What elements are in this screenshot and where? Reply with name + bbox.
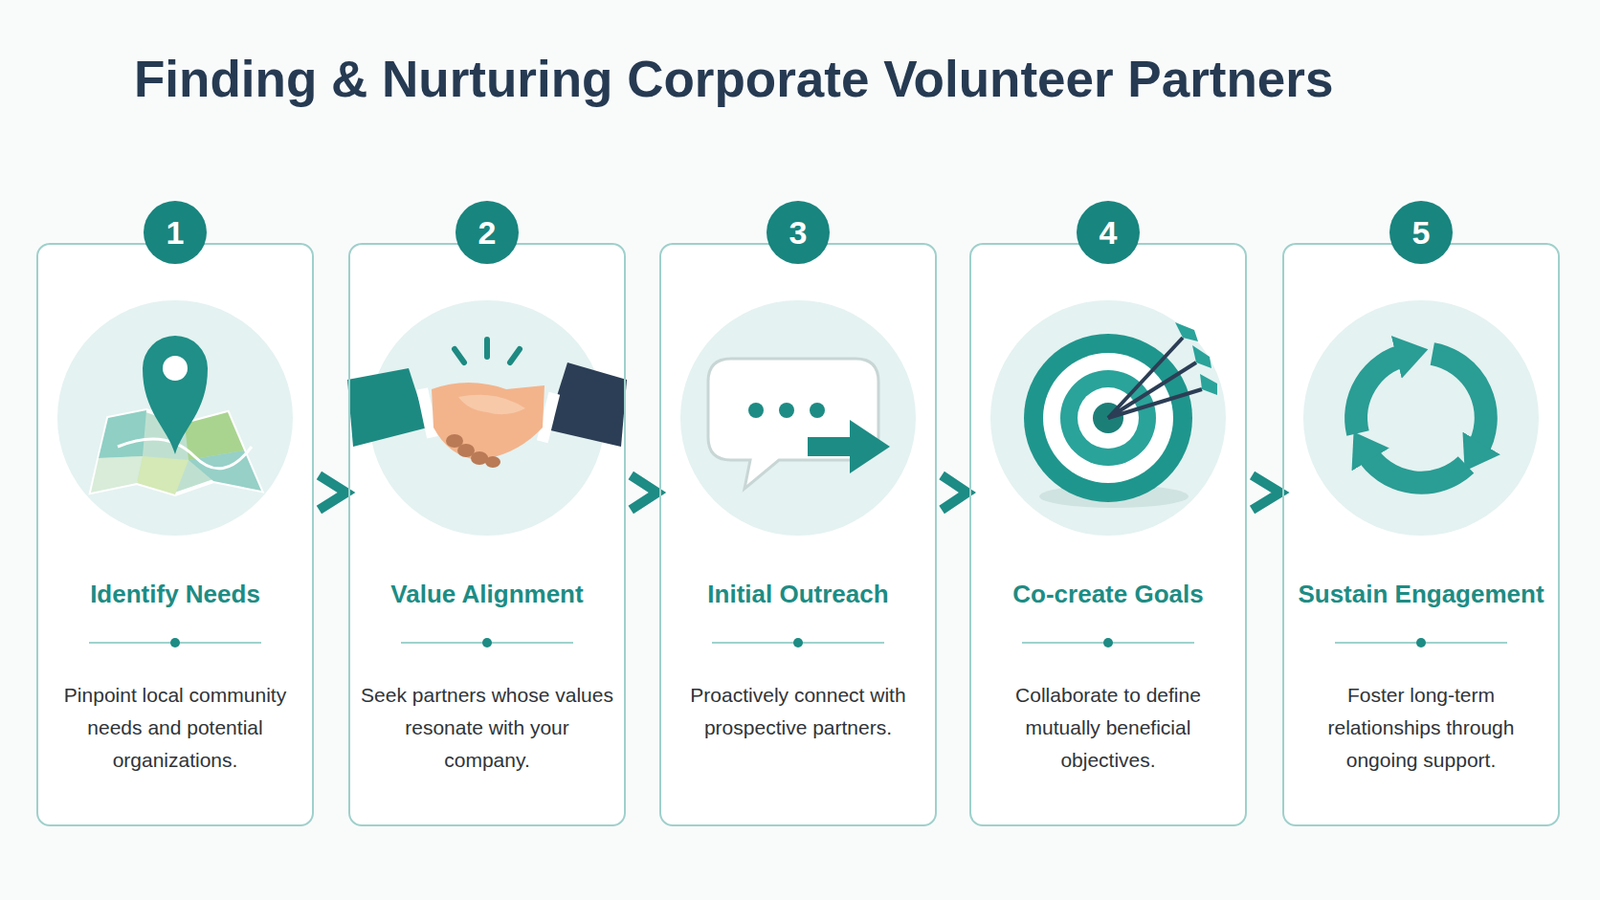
- callout-number: 2: [455, 200, 519, 265]
- step-description: Proactively connect with prospective par…: [670, 679, 926, 745]
- step-card: Sustain EngagementFoster long-term relat…: [1282, 243, 1560, 827]
- chevron-arrow: [318, 475, 347, 511]
- callout-number: 4: [1076, 200, 1140, 265]
- callout-number: 1: [143, 200, 207, 265]
- step-heading: Initial Outreach: [668, 579, 928, 610]
- step-description: Pinpoint local community needs and poten…: [47, 679, 303, 778]
- step-heading: Co-create Goals: [978, 579, 1238, 610]
- chevron-arrow: [941, 475, 968, 511]
- step-card: Initial OutreachProactively connect with…: [659, 243, 937, 827]
- step-card: Value AlignmentSeek partners whose value…: [348, 243, 626, 827]
- callout-number: 5: [1389, 200, 1453, 265]
- title: Finding & Nurturing Corporate Volunteer …: [133, 49, 1334, 109]
- step-description: Foster long-term relationships through o…: [1293, 679, 1549, 778]
- step-heading: Value Alignment: [357, 579, 617, 610]
- step-heading: Identify Needs: [45, 579, 305, 610]
- chevron-arrow: [1252, 475, 1281, 511]
- step-description: Seek partners whose values resonate with…: [359, 679, 615, 778]
- step-description: Collaborate to define mutually beneficia…: [980, 679, 1236, 778]
- chevron-arrow: [630, 475, 658, 511]
- step-card: Identify NeedsPinpoint local community n…: [36, 243, 314, 827]
- callout-number: 3: [766, 200, 830, 265]
- step-heading: Sustain Engagement: [1291, 579, 1551, 610]
- step-card: Co-create GoalsCollaborate to define mut…: [969, 243, 1247, 827]
